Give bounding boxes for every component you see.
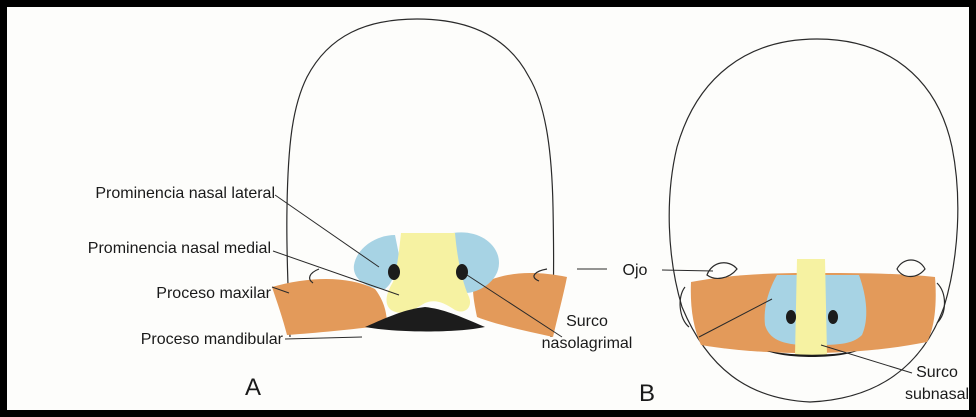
panel-a-lateral-nasal-left xyxy=(354,235,399,289)
panel-b: Ojo Surco subnasal B xyxy=(577,39,969,407)
leader-eye xyxy=(662,270,713,271)
label-medial-nasal-prominence: Prominencia nasal medial xyxy=(88,240,271,257)
label-nasolacrimal-groove-line1: Surco xyxy=(566,313,608,330)
leader-mandibular xyxy=(285,337,362,339)
panel-b-nostril-right xyxy=(828,310,838,324)
panel-b-letter: B xyxy=(639,380,655,407)
panel-b-eye-right xyxy=(897,260,925,277)
label-subnasal-groove-line1: Surco xyxy=(916,364,958,381)
figure-frame: Prominencia nasal lateral Prominencia na… xyxy=(7,7,969,410)
label-nasolacrimal-groove-line2: nasolagrimal xyxy=(542,335,633,352)
label-lateral-nasal-prominence: Prominencia nasal lateral xyxy=(95,185,275,202)
label-maxillary-process: Proceso maxilar xyxy=(156,285,271,302)
panel-b-medial-nasal xyxy=(795,259,827,355)
panel-b-nostril-left xyxy=(786,310,796,324)
leader-lateral-nasal xyxy=(275,195,379,267)
label-mandibular-process: Proceso mandibular xyxy=(141,331,284,348)
panel-a-nostril-left xyxy=(388,264,400,280)
panel-a-letter: A xyxy=(245,374,261,401)
label-subnasal-groove-line2: subnasal xyxy=(905,386,969,403)
embryo-face-diagram: Prominencia nasal lateral Prominencia na… xyxy=(7,7,969,410)
panel-a: Prominencia nasal lateral Prominencia na… xyxy=(88,19,633,401)
panel-a-nostril-right xyxy=(456,264,468,280)
panel-b-ear-right xyxy=(937,283,945,323)
label-eye: Ojo xyxy=(623,262,648,279)
